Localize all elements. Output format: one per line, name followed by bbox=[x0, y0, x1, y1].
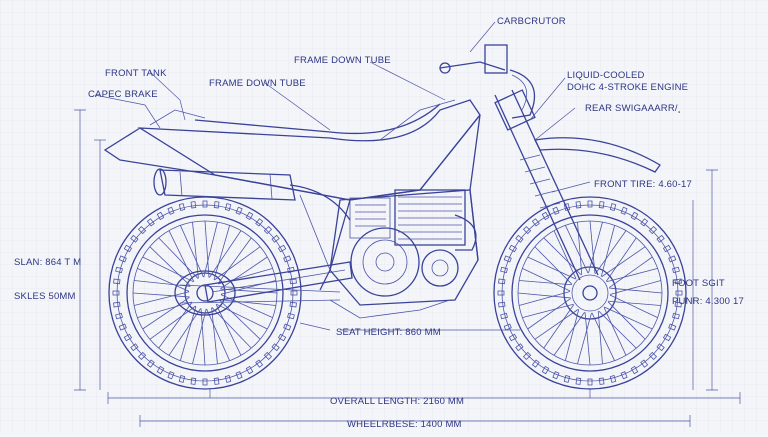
exhaust-muffler bbox=[153, 168, 351, 221]
rear-swingarm bbox=[174, 261, 353, 316]
label-engine-line1: LIQUID-COOLED bbox=[567, 70, 645, 81]
label-rear-swingarm: REAR SWIGAAARR/¸ bbox=[585, 103, 681, 114]
label-right-dim-2: PUNR: 4.300 17 bbox=[672, 296, 744, 307]
label-front-tire: FRONT TIRE: 4.60-17 bbox=[594, 179, 692, 190]
bodywork bbox=[103, 99, 481, 201]
cockpit bbox=[439, 44, 536, 119]
label-left-dim-2: SKLES 50MM bbox=[14, 291, 76, 302]
dimension-lines bbox=[74, 109, 741, 427]
label-frame-down-tube-top: FRAME DOWN TUBE bbox=[294, 55, 391, 66]
label-engine-line2: DOHC 4-STROKE ENGINE bbox=[567, 82, 688, 93]
leader-lines bbox=[94, 21, 591, 331]
front-wheel bbox=[493, 196, 687, 390]
label-right-dim-1: FOOT SGIT bbox=[672, 278, 725, 289]
label-carburetor: CARBCRUTOR bbox=[497, 16, 566, 27]
front-forks bbox=[494, 89, 599, 281]
front-fender bbox=[534, 137, 661, 173]
label-capec-brake: CAPEC BRAKE bbox=[88, 89, 158, 100]
label-front-tank: FRONT TANK bbox=[105, 68, 167, 79]
label-seat-height: SEAT HEIGHT: 860 MM bbox=[336, 327, 441, 338]
label-frame-down-tube-mid: FRAME DOWN TUBE bbox=[209, 78, 306, 89]
label-left-dim-1: SLAN: 864 T M bbox=[14, 257, 81, 268]
rear-wheel bbox=[108, 196, 302, 390]
label-wheelbase: WHEELRBESE: 1400 MM bbox=[347, 419, 462, 430]
label-overall-length: OVERALL LENGTH: 2160 MM bbox=[330, 396, 464, 407]
